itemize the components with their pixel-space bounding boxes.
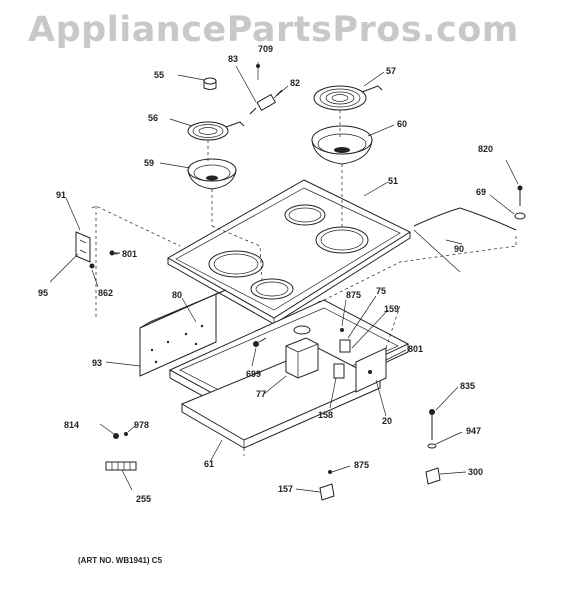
infinite-switch[interactable] <box>285 325 319 379</box>
label-300: 300 <box>468 467 483 477</box>
drip-pan-small[interactable] <box>187 158 263 281</box>
leveling-leg-assembly[interactable] <box>425 409 441 485</box>
label-862: 862 <box>98 288 113 298</box>
label-820: 820 <box>478 144 493 154</box>
label-20: 20 <box>382 416 392 426</box>
screw-801-left[interactable] <box>109 250 121 256</box>
label-61: 61 <box>204 459 214 469</box>
label-82: 82 <box>290 78 300 88</box>
leader-lines <box>49 65 519 493</box>
label-56: 56 <box>148 113 158 123</box>
receptacle-block[interactable] <box>333 328 351 379</box>
label-60: 60 <box>397 119 407 129</box>
label-80: 80 <box>172 290 182 300</box>
label-978: 978 <box>134 420 149 430</box>
label-801-right: 801 <box>408 344 423 354</box>
label-91: 91 <box>56 190 66 200</box>
watermark: AppliancePartsPros.com <box>28 10 519 50</box>
label-255: 255 <box>136 494 151 504</box>
receptacle-cap[interactable] <box>203 77 217 90</box>
label-77: 77 <box>256 389 266 399</box>
surface-element-large[interactable] <box>313 85 383 140</box>
label-158: 158 <box>318 410 333 420</box>
art-number: (ART NO. WB1941) C5 <box>78 556 163 565</box>
screw-699[interactable] <box>253 337 267 347</box>
surface-element-small[interactable] <box>187 121 245 162</box>
cooktop-main-top[interactable] <box>166 179 412 325</box>
hinge-bracket-left[interactable] <box>75 205 181 318</box>
label-95: 95 <box>38 288 48 298</box>
label-57: 57 <box>386 66 396 76</box>
screw-814[interactable] <box>113 433 119 439</box>
rear-trim-rod[interactable] <box>317 207 517 303</box>
label-69: 69 <box>476 187 486 197</box>
label-59: 59 <box>144 158 154 168</box>
label-93: 93 <box>92 358 102 368</box>
mounting-bracket-right[interactable] <box>355 305 401 393</box>
label-875-bottom: 875 <box>354 460 369 470</box>
front-trim-panel[interactable] <box>139 289 227 377</box>
label-875-top: 875 <box>346 290 361 300</box>
label-51: 51 <box>388 176 398 186</box>
label-75: 75 <box>376 286 386 296</box>
leveling-screw-157[interactable] <box>319 470 335 501</box>
label-90: 90 <box>454 244 464 254</box>
label-709: 709 <box>258 44 273 54</box>
clip-69[interactable] <box>514 212 526 220</box>
drip-pan-large[interactable] <box>311 125 373 228</box>
label-159: 159 <box>384 304 399 314</box>
label-947: 947 <box>466 426 481 436</box>
label-814: 814 <box>64 420 79 430</box>
label-83: 83 <box>228 54 238 64</box>
callout-labels: 55 83 709 82 57 56 60 59 51 820 69 90 91… <box>38 44 493 504</box>
screw-820[interactable] <box>517 185 523 207</box>
screw-862[interactable] <box>89 263 95 269</box>
label-55: 55 <box>154 70 164 80</box>
label-699: 699 <box>246 369 261 379</box>
screw-978[interactable] <box>124 432 128 436</box>
label-801-left: 801 <box>122 249 137 259</box>
label-835: 835 <box>460 381 475 391</box>
terminal-strip[interactable] <box>105 461 137 471</box>
label-157: 157 <box>278 484 293 494</box>
terminal-block[interactable] <box>249 62 283 115</box>
